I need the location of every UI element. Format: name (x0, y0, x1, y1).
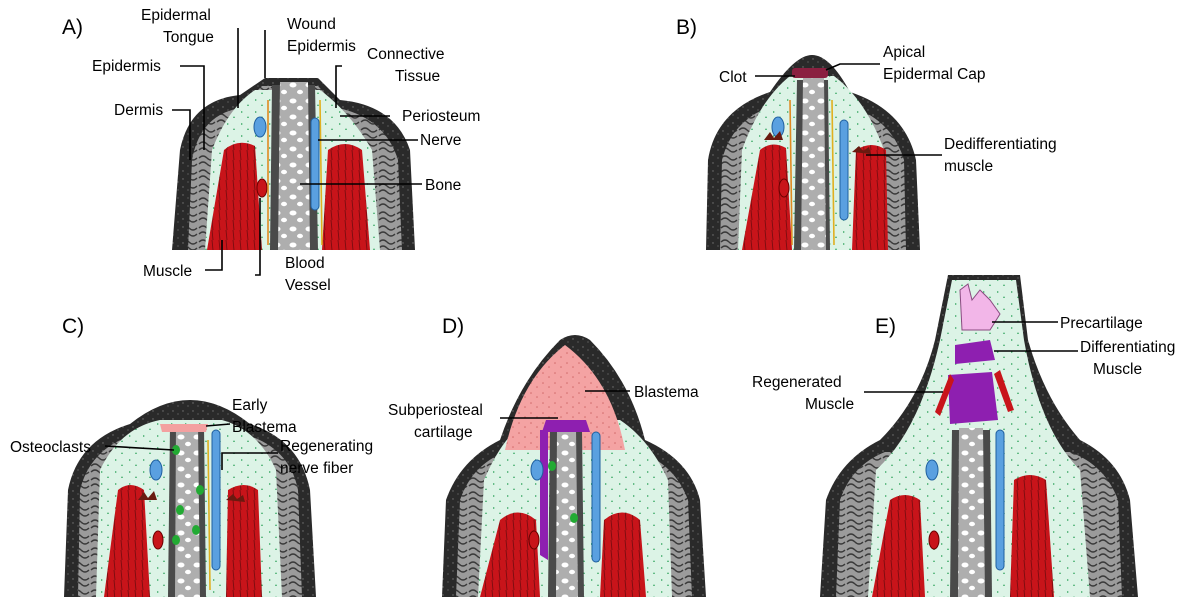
panel-c-label: C) (62, 315, 84, 338)
label-subperiosteal-1: Subperiosteal (388, 402, 483, 419)
panel-b-label: B) (676, 16, 697, 39)
label-connective-tissue-1: Connective (367, 46, 445, 63)
label-bone: Bone (425, 177, 461, 194)
label-dediff-muscle-1: Dedifferentiating (944, 136, 1057, 153)
panel-d-stump (442, 335, 706, 597)
label-clot: Clot (719, 69, 747, 86)
label-periosteum: Periosteum (402, 108, 480, 125)
label-precartilage: Precartilage (1060, 315, 1143, 332)
panel-e-label: E) (875, 315, 896, 338)
panel-e: E) Precartilage Differentiating Muscle (752, 275, 1175, 597)
panel-a-label: A) (62, 16, 83, 39)
label-apical-cap-2: Epidermal Cap (883, 66, 986, 83)
label-regen-muscle-2: Muscle (805, 396, 854, 413)
label-epidermal-tongue-1: Epidermal (141, 7, 211, 24)
label-connective-tissue-2: Tissue (395, 68, 440, 85)
label-regen-nerve-2: nerve fiber (280, 460, 353, 477)
label-dermis: Dermis (114, 102, 163, 119)
label-wound-epidermis-2: Epidermis (287, 38, 356, 55)
panel-a: A) Epidermal Tongu (62, 7, 480, 294)
label-blood-vessel-2: Vessel (285, 277, 331, 294)
label-muscle: Muscle (143, 263, 192, 280)
label-osteoclasts: Osteoclasts (10, 439, 91, 456)
panel-c: C) Osteoclasts Early (10, 315, 373, 597)
label-regen-nerve-1: Regenerating (280, 438, 373, 455)
label-blastema: Blastema (634, 384, 699, 401)
label-early-blastema-2: Blastema (232, 419, 297, 436)
label-early-blastema-1: Early (232, 397, 268, 414)
panel-d-label: D) (442, 315, 464, 338)
label-apical-cap-1: Apical (883, 44, 925, 61)
panel-b: B) Clot Apical Epidermal Cap Dedifferent… (676, 16, 1057, 250)
label-nerve: Nerve (420, 132, 461, 149)
label-diff-muscle-2: Muscle (1093, 361, 1142, 378)
label-dediff-muscle-2: muscle (944, 158, 993, 175)
label-regen-muscle-1: Regenerated (752, 374, 842, 391)
label-blood-vessel-1: Blood (285, 255, 325, 272)
panel-a-stump (172, 78, 415, 250)
label-wound-epidermis-1: Wound (287, 16, 336, 33)
label-diff-muscle-1: Differentiating (1080, 339, 1175, 356)
label-epidermal-tongue-2: Tongue (163, 29, 214, 46)
label-subperiosteal-2: cartilage (414, 424, 473, 441)
panel-d: D) Blastema Subperiosteal cartilage (388, 315, 706, 597)
label-epidermis: Epidermis (92, 58, 161, 75)
